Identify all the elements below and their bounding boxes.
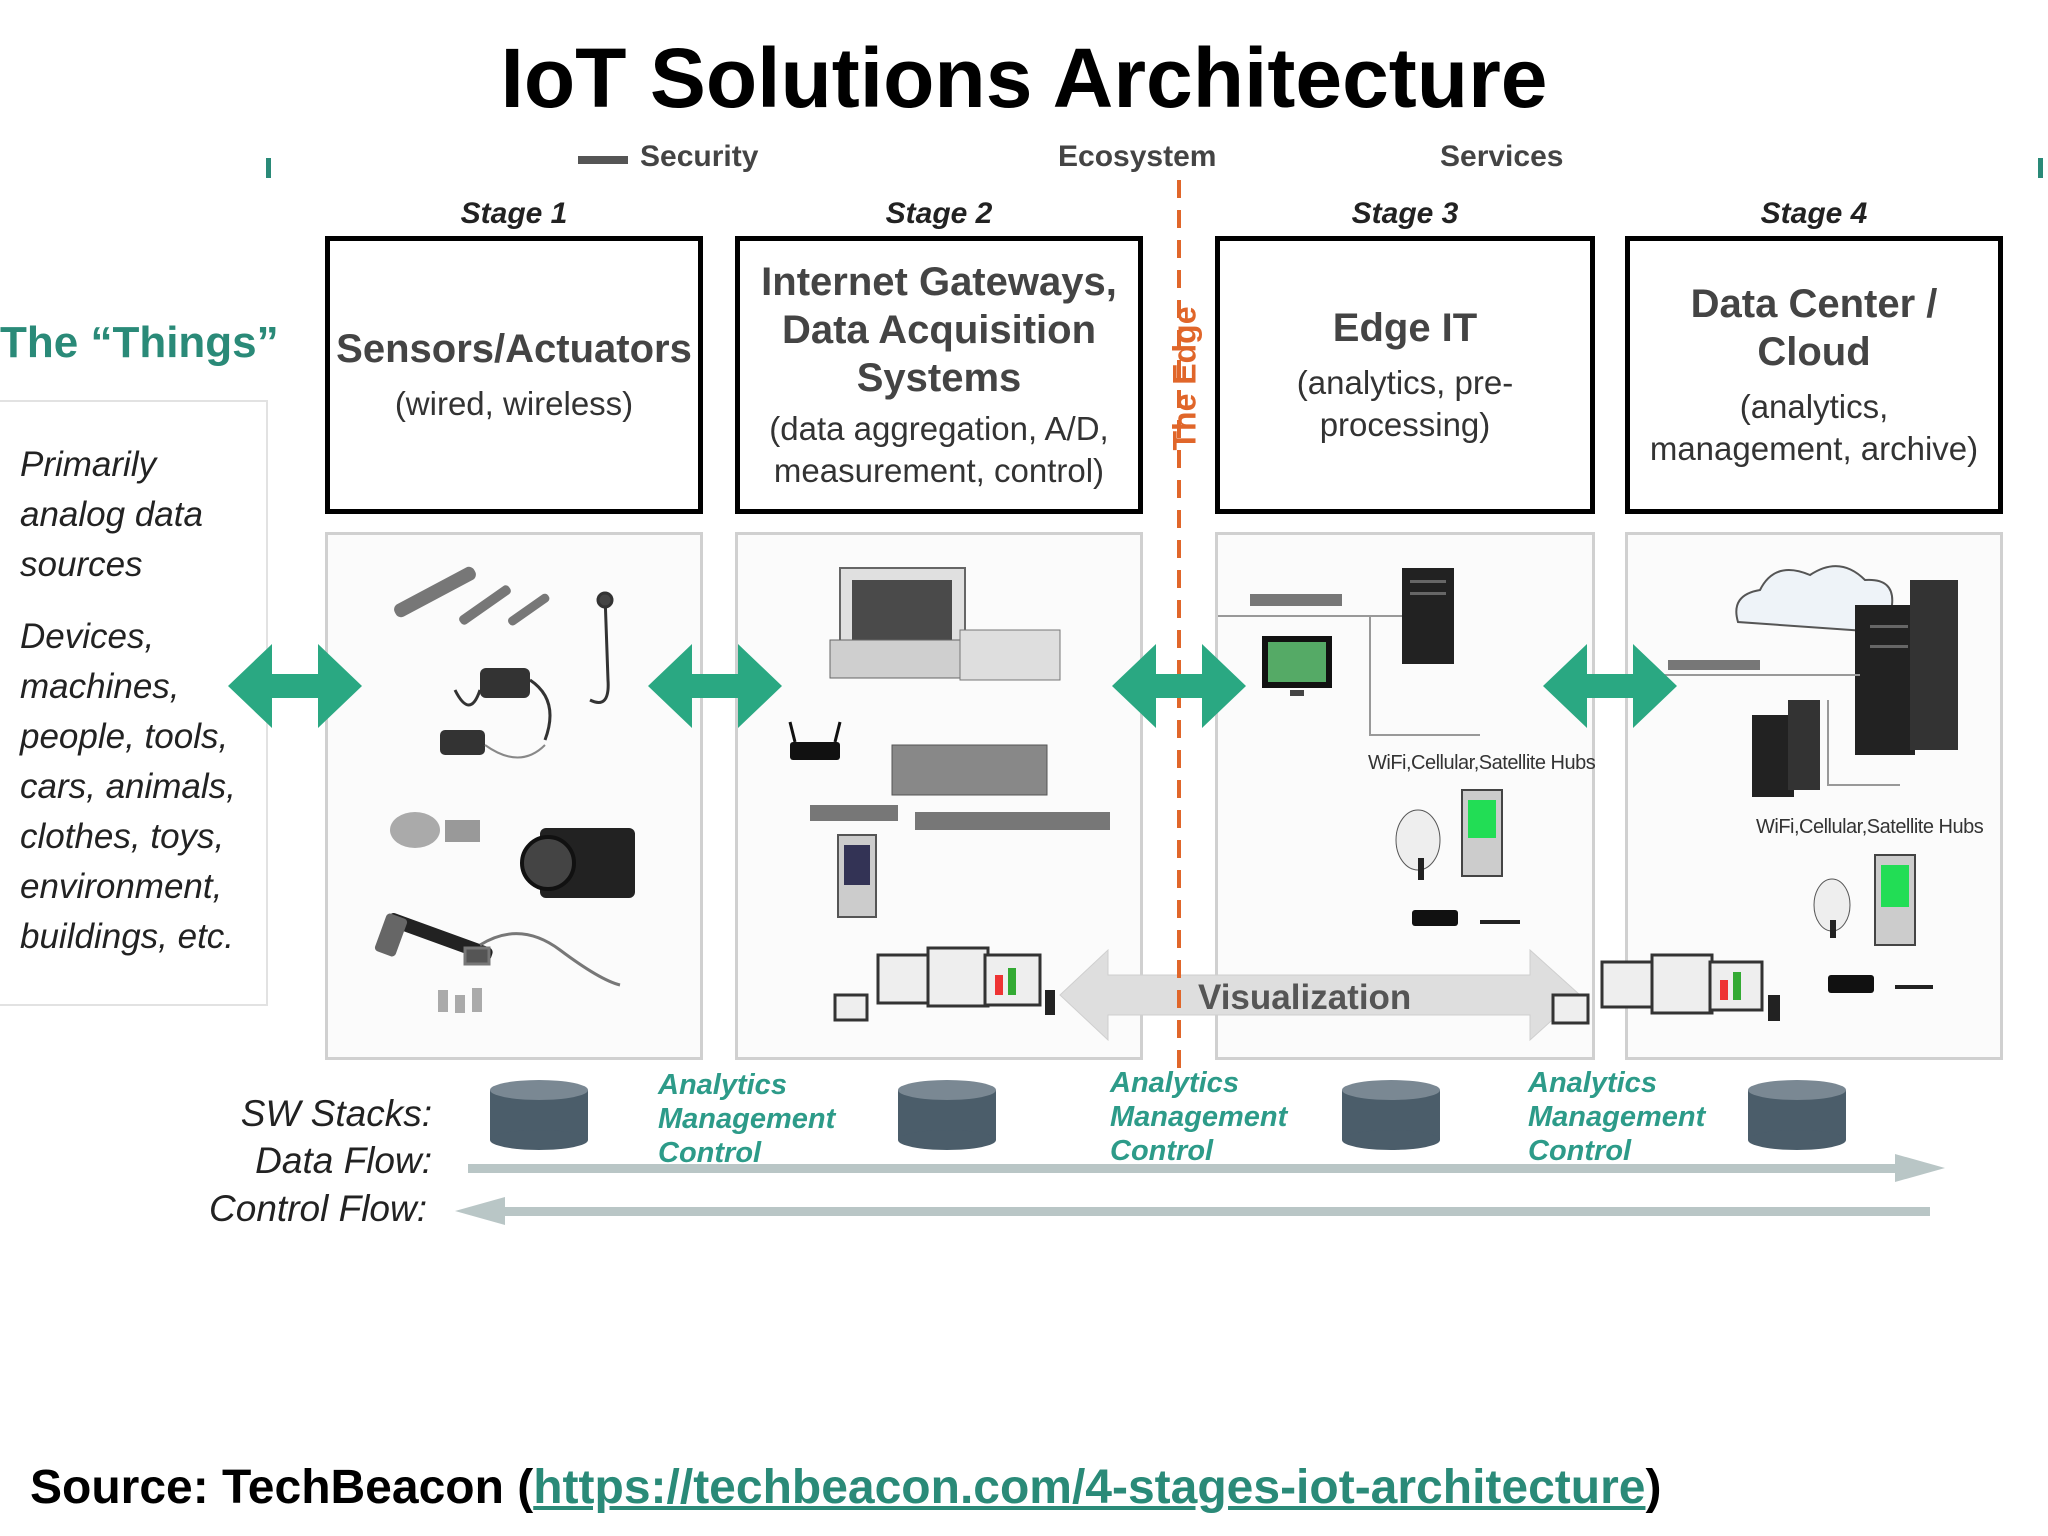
right-tick bbox=[2038, 158, 2043, 178]
stage-4-heading: Data Center / Cloud bbox=[1690, 282, 1938, 374]
satellite-dish-icon bbox=[1395, 809, 1441, 880]
amc-note-3: Analytics Management Control bbox=[1528, 1066, 1705, 1168]
amc-note-3-line1: Analytics bbox=[1528, 1067, 1657, 1099]
cloud-servers-icon bbox=[1752, 700, 1820, 797]
datacenter-racks-icon bbox=[1855, 580, 1958, 755]
stage-2-subtext: (data aggregation, A/D, measurement, con… bbox=[769, 410, 1109, 489]
stage-4-label: Stage 4 bbox=[1760, 197, 1868, 230]
amc-note-1: Analytics Management Control bbox=[658, 1068, 835, 1170]
amc-note-2-line3: Control bbox=[1110, 1135, 1214, 1167]
cloud-network-line bbox=[1827, 700, 1900, 786]
probe-cable-icon bbox=[589, 591, 614, 704]
amc-note-1-line1: Analytics bbox=[658, 1069, 787, 1101]
things-primary-text: Primarily analog data sources bbox=[20, 445, 203, 584]
cloud-hub-cabinet-icon bbox=[1874, 854, 1916, 946]
source-citation: Source: TechBeacon (https://techbeacon.c… bbox=[30, 1460, 1661, 1515]
database-stack-icon bbox=[490, 1080, 1846, 1150]
rack-server-icon bbox=[810, 744, 1110, 830]
control-flow-arrow bbox=[455, 1197, 1930, 1225]
stage-1-heading: Sensors/Actuators bbox=[336, 327, 692, 371]
cut-label-security: Security bbox=[640, 140, 759, 173]
accelerometer-icon bbox=[390, 812, 480, 848]
cut-label-services: Services bbox=[1440, 140, 1564, 173]
stage-4-box: Data Center / Cloud (analytics, manageme… bbox=[1625, 236, 2003, 514]
amc-note-2-line2: Management bbox=[1110, 1101, 1288, 1133]
edge-server-icon bbox=[1402, 568, 1454, 664]
cloud-dish-icon bbox=[1813, 878, 1851, 938]
left-monitors-icon bbox=[833, 946, 1055, 1022]
page-title: IoT Solutions Architecture bbox=[500, 31, 1548, 125]
amc-note-2: Analytics Management Control bbox=[1110, 1066, 1287, 1168]
control-flow-label: Control Flow: bbox=[209, 1188, 427, 1229]
stage-1-label: Stage 1 bbox=[460, 197, 568, 230]
source-prefix: Source: TechBeacon ( bbox=[30, 1461, 534, 1514]
things-title: The “Things” bbox=[0, 318, 279, 367]
source-link[interactable]: https://techbeacon.com/4-stages-iot-arch… bbox=[533, 1461, 1646, 1514]
data-flow-label: Data Flow: bbox=[255, 1140, 432, 1181]
bidirectional-arrow-icon bbox=[228, 644, 1677, 728]
left-tick bbox=[266, 158, 271, 178]
things-examples-text: Devices, machines, people, tools, cars, … bbox=[20, 617, 236, 956]
edge-workstation-icon bbox=[1262, 636, 1332, 696]
cloud-switch-icon bbox=[1660, 660, 1860, 676]
router-icon bbox=[788, 721, 842, 760]
amc-note-2-line1: Analytics bbox=[1110, 1067, 1239, 1099]
data-flow-arrow bbox=[468, 1154, 1945, 1182]
stage-3-box: Edge IT (analytics, pre-processing) bbox=[1215, 236, 1595, 514]
small-sensors-icon bbox=[438, 988, 482, 1013]
stage-3-label: Stage 3 bbox=[1351, 197, 1459, 230]
stage-1-subtext: (wired, wireless) bbox=[394, 385, 634, 422]
thermocouple-icon bbox=[463, 932, 621, 987]
cut-label-ecosystem: Ecosystem bbox=[1058, 140, 1217, 173]
amc-note-1-line2: Management bbox=[658, 1103, 836, 1135]
right-monitors-icon bbox=[1551, 953, 1780, 1025]
gateway-cabinet-icon bbox=[837, 834, 877, 918]
security-marker bbox=[578, 156, 628, 164]
edge-hub-cabinet-icon bbox=[1461, 789, 1503, 877]
stage-3-heading: Edge IT bbox=[1332, 306, 1478, 350]
daq-chassis-icon bbox=[829, 567, 1061, 681]
edge-network-line bbox=[1369, 616, 1480, 736]
source-suffix: ) bbox=[1645, 1461, 1662, 1514]
sw-stacks-label: SW Stacks: bbox=[240, 1093, 432, 1134]
amc-note-3-line3: Control bbox=[1528, 1135, 1632, 1167]
stage-2-label: Stage 2 bbox=[885, 197, 993, 230]
stage-1-box: Sensors/Actuators (wired, wireless) bbox=[325, 236, 703, 514]
sensor-probes-icon bbox=[394, 566, 550, 626]
camera-icon bbox=[520, 828, 635, 898]
cable-sensor-icon bbox=[440, 668, 552, 759]
amc-note-3-line2: Management bbox=[1528, 1101, 1706, 1133]
stage-4-hub-label: WiFi,Cellular,Satellite Hubs bbox=[1756, 816, 1984, 838]
stage-2-heading: Internet Gateways, Data Acquisition Syst… bbox=[761, 260, 1117, 400]
edge-router-icon bbox=[1412, 910, 1520, 926]
cloud-router-icon bbox=[1828, 975, 1933, 993]
visualization-label: Visualization bbox=[1198, 978, 1412, 1017]
things-description: Primarily analog data sources Devices, m… bbox=[0, 400, 268, 1006]
stage-4-subtext: (analytics, management, archive) bbox=[1649, 388, 1979, 467]
edge-label: The Edge bbox=[1166, 306, 1203, 451]
amc-note-1-line3: Control bbox=[658, 1137, 762, 1169]
stage-3-hub-label: WiFi,Cellular,Satellite Hubs bbox=[1368, 752, 1596, 774]
stage-3-subtext: (analytics, pre-processing) bbox=[1296, 364, 1514, 443]
stage-2-box: Internet Gateways, Data Acquisition Syst… bbox=[735, 236, 1143, 514]
